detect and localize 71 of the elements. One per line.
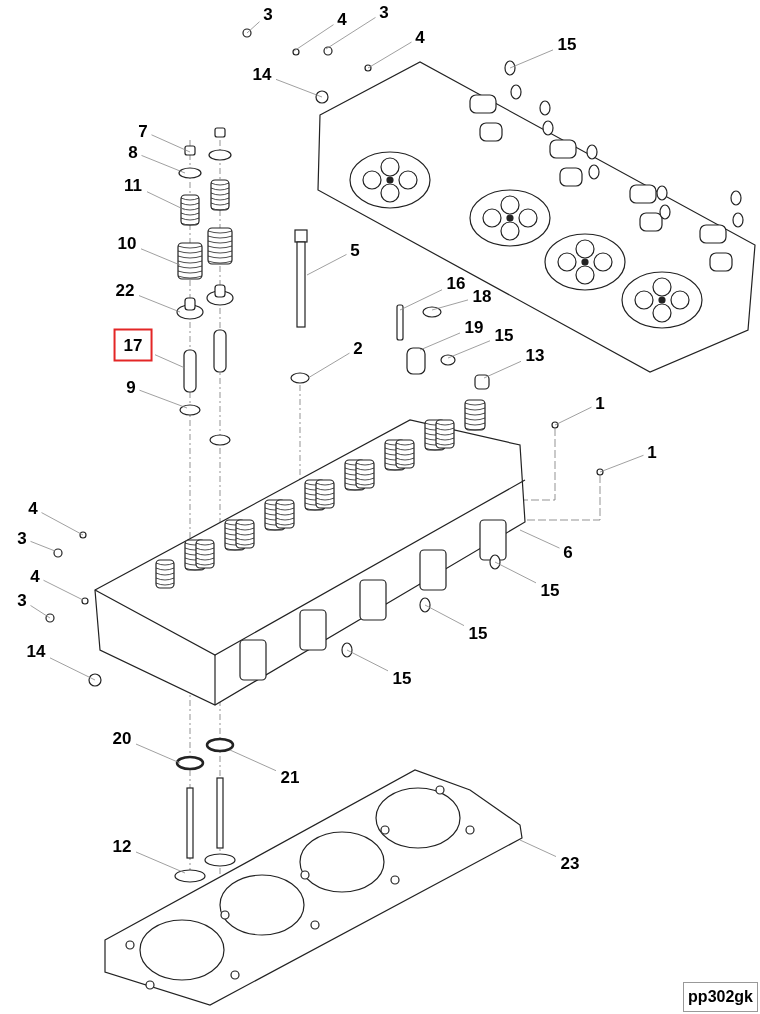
- callout-number: 6: [562, 543, 574, 561]
- callout-number: 21: [279, 768, 301, 786]
- callout-number: 20: [111, 729, 133, 747]
- callout-number: 5: [349, 241, 361, 259]
- callout-number: 4: [27, 499, 39, 517]
- leader-line: [509, 49, 554, 69]
- callout-number: 17: [113, 328, 153, 362]
- callout-number: 7: [137, 122, 149, 140]
- callout-number: 13: [524, 346, 546, 364]
- leader-line: [554, 406, 592, 426]
- callout-number: 4: [29, 567, 41, 585]
- callout-number: 11: [123, 176, 143, 194]
- leader-line: [154, 354, 186, 369]
- leader-line: [30, 540, 56, 552]
- leader-line: [229, 749, 277, 772]
- leader-line: [447, 340, 491, 359]
- leader-line: [346, 649, 389, 672]
- leader-line: [306, 254, 347, 276]
- leader-line: [43, 579, 84, 601]
- leader-line: [275, 78, 323, 98]
- callout-number: 14: [25, 642, 47, 660]
- callout-number: 15: [467, 624, 489, 642]
- callout-number: 3: [16, 529, 28, 547]
- callout-number: 3: [378, 3, 390, 21]
- leader-line: [138, 295, 181, 313]
- leader-line: [146, 191, 186, 211]
- callout-number: 15: [493, 326, 515, 344]
- callout-number: 2: [352, 339, 364, 357]
- leader-line: [246, 21, 260, 34]
- leader-line: [431, 299, 469, 311]
- leader-line: [307, 352, 350, 379]
- callout-number: 3: [262, 5, 274, 23]
- leader-line: [494, 561, 537, 584]
- leader-line: [599, 454, 644, 473]
- callout-number: 9: [125, 378, 137, 396]
- callout-number: 1: [646, 443, 658, 461]
- callout-number: 3: [16, 591, 28, 609]
- leader-line: [135, 851, 186, 874]
- leader-line: [399, 289, 443, 311]
- leader-line: [367, 41, 412, 69]
- leader-line: [419, 332, 461, 351]
- leader-line: [519, 529, 560, 549]
- leader-line: [41, 512, 84, 536]
- leader-line: [135, 743, 181, 764]
- callout-number: 23: [559, 854, 581, 872]
- leader-line: [424, 604, 465, 626]
- leader-line: [325, 17, 376, 50]
- callout-number: 15: [556, 35, 578, 53]
- figure-code: pp302gk: [683, 982, 758, 1012]
- callout-number: 1: [594, 394, 606, 412]
- callout-number: 12: [111, 837, 133, 855]
- leader-line: [293, 24, 334, 52]
- callout-number: 4: [336, 10, 348, 28]
- leader-line: [139, 389, 188, 409]
- leader-line: [30, 605, 51, 619]
- callout-number: 18: [471, 287, 493, 305]
- leader-line: [519, 839, 557, 857]
- callout-number: 4: [414, 28, 426, 46]
- leader-line: [140, 248, 181, 266]
- callout-number: 22: [114, 281, 136, 299]
- callout-number: 19: [463, 318, 485, 336]
- callout-number: 16: [445, 274, 467, 292]
- callout-number: 14: [251, 65, 273, 83]
- leader-line: [151, 134, 191, 153]
- callout-number: 8: [127, 143, 139, 161]
- callout-number: 10: [116, 234, 138, 252]
- leader-line: [141, 155, 186, 174]
- callout-number: 15: [391, 669, 413, 687]
- callout-number: 15: [539, 581, 561, 599]
- leader-line: [49, 657, 96, 681]
- leader-line: [483, 360, 522, 379]
